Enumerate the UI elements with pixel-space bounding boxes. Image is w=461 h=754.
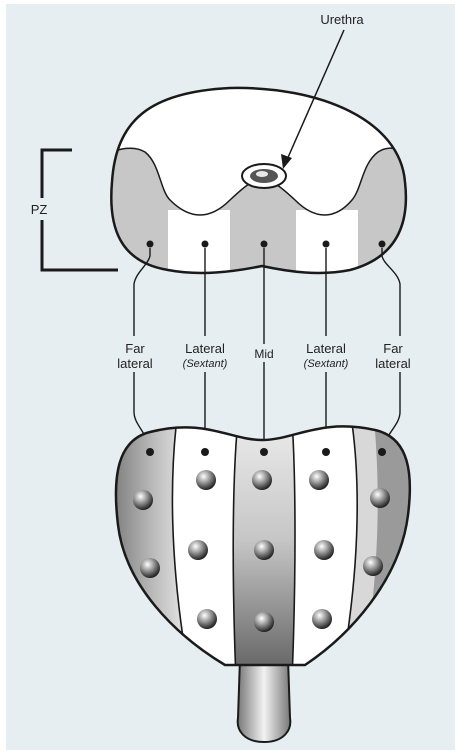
core-lateral-left-1 <box>196 470 216 490</box>
coronal-dot-far-lateral-right <box>378 448 386 456</box>
lateral-right-line1: Lateral <box>306 341 346 356</box>
coronal-dot-mid <box>260 448 268 456</box>
pz-label: PZ <box>31 202 48 217</box>
lateral-right-line2: (Sextant) <box>304 358 349 370</box>
lateral-left-line1: Lateral <box>185 341 225 356</box>
core-mid-2 <box>254 540 274 560</box>
urethra-highlight <box>256 171 268 177</box>
core-mid-3 <box>254 612 274 632</box>
core-far-lateral-left-2 <box>140 558 160 578</box>
coronal-dot-far-lateral-left <box>146 448 154 456</box>
dot-far-lateral-right <box>379 241 386 248</box>
dot-lateral-left <box>202 241 209 248</box>
lateral-left-line2: (Sextant) <box>183 358 228 370</box>
urethra-stem <box>238 658 291 742</box>
core-lateral-right-1 <box>309 470 329 490</box>
core-lateral-right-2 <box>314 540 334 560</box>
urethra-label: Urethra <box>320 12 364 27</box>
coronal-dot-lateral-left <box>201 448 209 456</box>
dot-far-lateral-left <box>147 241 154 248</box>
core-far-lateral-right-1 <box>370 488 390 508</box>
mid-label: Mid <box>254 347 273 361</box>
core-lateral-left-3 <box>197 609 217 629</box>
far-lateral-right-line2: lateral <box>375 356 411 371</box>
far-lateral-right-line1: Far <box>383 341 403 356</box>
core-mid-1 <box>252 470 272 490</box>
far-lateral-left-line1: Far <box>125 341 145 356</box>
stripe-mid <box>233 400 295 680</box>
far-lateral-left-line2: lateral <box>117 356 153 371</box>
dot-lateral-right <box>323 241 330 248</box>
core-far-lateral-right-2 <box>363 556 383 576</box>
core-far-lateral-left-1 <box>133 490 153 510</box>
core-lateral-right-3 <box>312 609 332 629</box>
core-lateral-left-2 <box>188 540 208 560</box>
coronal-dot-lateral-right <box>322 448 330 456</box>
dot-mid <box>261 241 268 248</box>
